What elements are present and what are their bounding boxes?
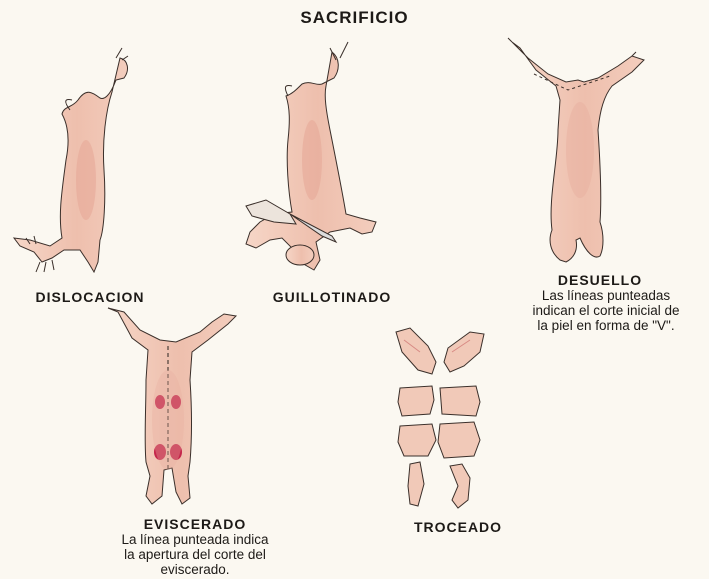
panel-label-troceado: TROCEADO bbox=[388, 519, 528, 535]
panel-label-dislocacion: DISLOCACION bbox=[20, 289, 160, 305]
rabbit-eviscerado-illustration bbox=[108, 308, 236, 504]
panel-label-desuello: DESUELLO bbox=[520, 272, 680, 288]
rabbit-guillotinado-illustration bbox=[246, 42, 376, 270]
panel-label-guillotinado: GUILLOTINADO bbox=[252, 289, 412, 305]
troceado-pieces-illustration bbox=[396, 328, 484, 508]
rabbit-desuello-illustration bbox=[508, 38, 644, 262]
rabbit-dislocacion-illustration bbox=[14, 48, 128, 272]
panel-caption-eviscerado: La línea punteada indica la apertura del… bbox=[110, 532, 280, 577]
panel-caption-desuello: Las líneas punteadas indican el corte in… bbox=[506, 288, 706, 333]
panel-label-eviscerado: EVISCERADO bbox=[120, 516, 270, 532]
